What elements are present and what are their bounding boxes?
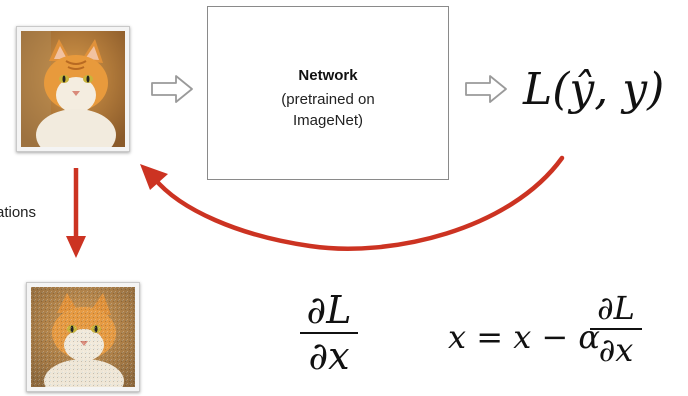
network-box: Network (pretrained on ImageNet)	[207, 6, 449, 180]
backprop-curve-arrow	[140, 155, 565, 251]
cat-photo-noisy	[31, 287, 135, 387]
input-cat-image	[16, 26, 130, 152]
gradient-numerator: ∂L	[306, 288, 352, 332]
loss-prefix: L(	[523, 64, 570, 115]
update-fraction: ∂L ∂x	[588, 290, 644, 368]
flow-arrow-to-loss	[465, 75, 507, 103]
network-subtitle-line2: ImageNet)	[292, 112, 364, 129]
loss-rest: , y)	[594, 64, 665, 115]
update-denominator: ∂x	[598, 331, 634, 369]
down-arrow	[66, 168, 86, 258]
perturbed-cat-image	[26, 282, 140, 392]
update-numerator: ∂L	[597, 289, 635, 327]
loss-yhat: ŷ	[569, 64, 595, 115]
update-lhs: x = x − α	[448, 318, 601, 356]
network-subtitle-line1: (pretrained on	[281, 91, 375, 108]
gradient-fraction: ∂L ∂x	[296, 290, 362, 376]
cat-photo	[21, 31, 125, 147]
loss-formula: L(ŷ, y)	[523, 66, 664, 114]
flow-arrow-to-network	[151, 75, 193, 103]
network-title: Network	[298, 67, 358, 84]
side-label: ations	[0, 204, 37, 221]
gradient-denominator: ∂x	[308, 334, 350, 378]
gradient-fraction-bar	[300, 332, 358, 334]
network-subtitle: (pretrained on ImageNet)	[208, 89, 448, 131]
update-fraction-bar	[590, 328, 642, 330]
